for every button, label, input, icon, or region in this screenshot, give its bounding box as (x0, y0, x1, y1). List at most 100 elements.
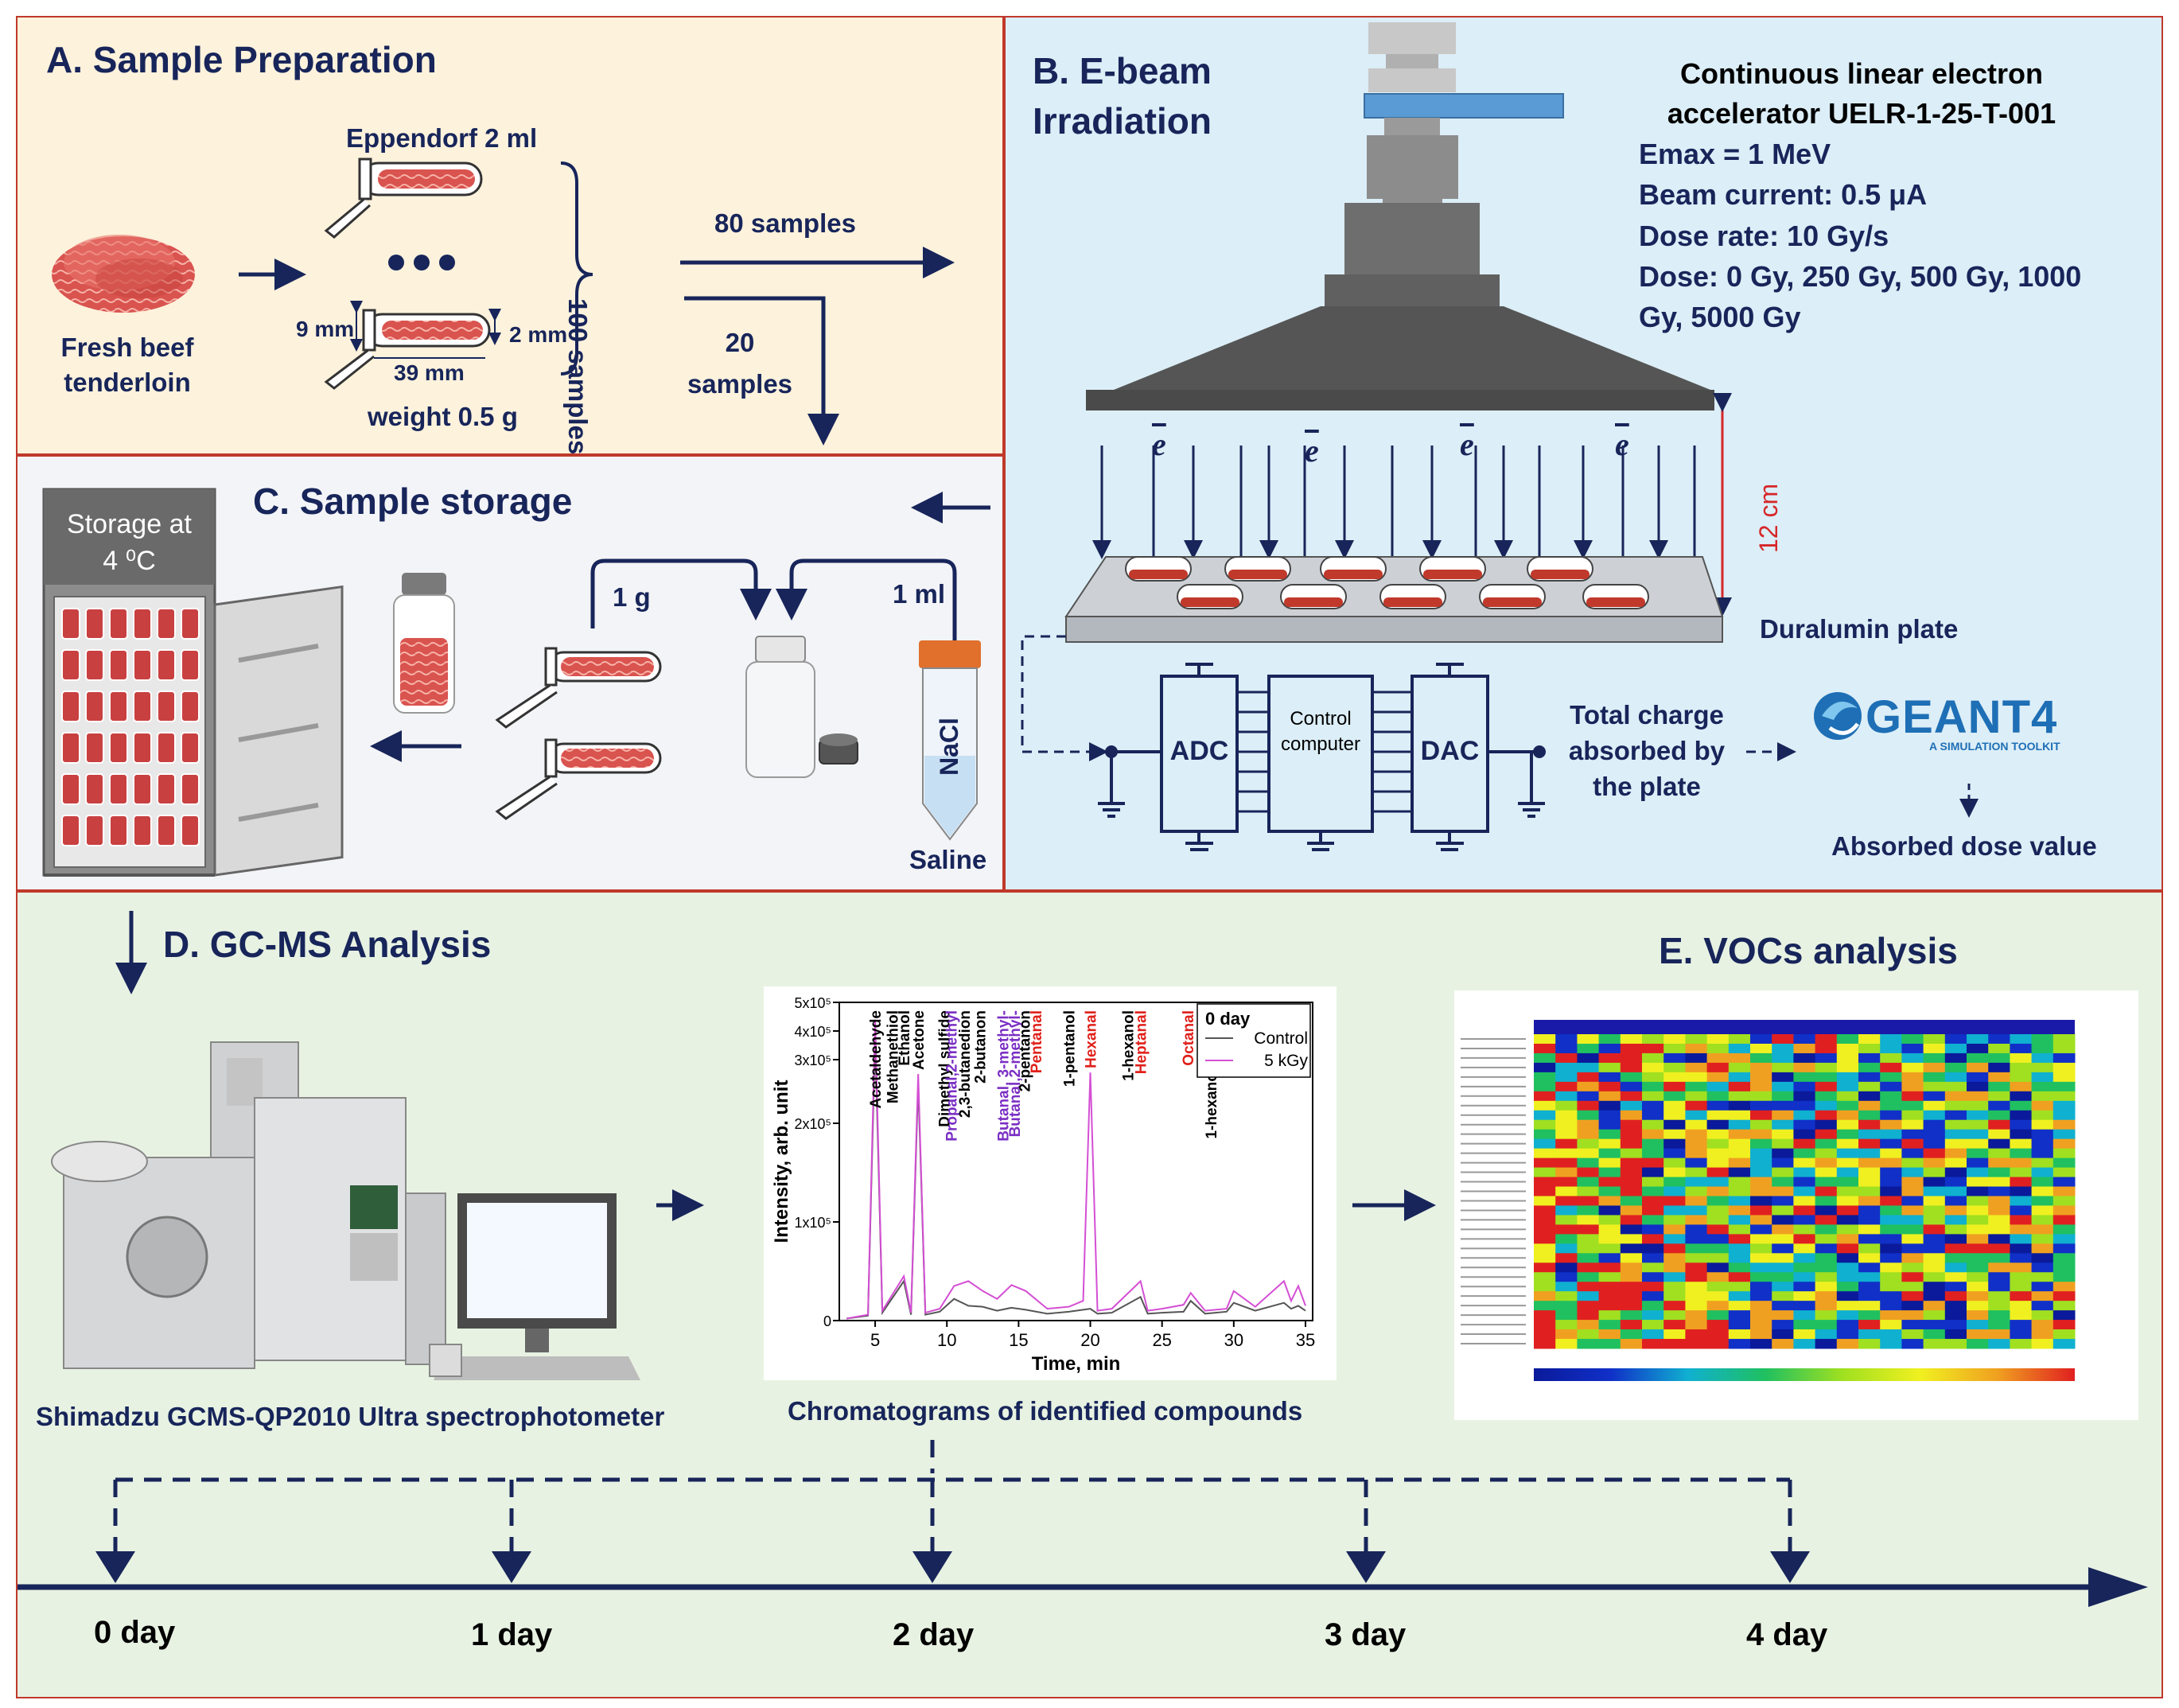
heatmap-cell (1967, 1062, 1989, 1073)
heatmap-cell (1620, 1263, 1643, 1273)
heatmap-cell (1772, 1100, 1794, 1111)
heatmap-cell (1706, 1301, 1730, 1311)
heatmap-cell (1620, 1282, 1643, 1292)
heatmap-cell (1772, 1339, 1794, 1349)
heatmap-cell (1706, 1196, 1730, 1206)
heatmap-cell (1901, 1167, 1924, 1178)
heatmap-cell (1577, 1282, 1600, 1292)
heatmap-cell (1793, 1110, 1816, 1121)
heatmap-cell (1793, 1186, 1816, 1196)
heatmap-cell (1685, 1310, 1708, 1321)
heatmap-cell (1967, 1234, 1989, 1244)
electronics-circuit (1098, 663, 1546, 851)
panel-d-title: D. GC-MS Analysis (163, 924, 492, 965)
heatmap-cell (1923, 1110, 1946, 1121)
heatmap-cell (2010, 1272, 2033, 1282)
fridge-sample (133, 815, 152, 846)
day-label-3: 3 day (1325, 1617, 1407, 1652)
heatmap-cell (1793, 1282, 1816, 1292)
heatmap-cell (1836, 1186, 1859, 1196)
heatmap-cell (1663, 1177, 1686, 1188)
heatmap-cell (1901, 1234, 1924, 1244)
heatmap-cell (2031, 1034, 2054, 1045)
heatmap-cell (1815, 1110, 1838, 1121)
fridge-sample (181, 608, 200, 640)
heatmap-cell (2031, 1186, 2054, 1196)
heatmap-cell (1815, 1224, 1838, 1235)
heatmap-cell (1534, 1205, 1556, 1216)
heatmap-cell (2010, 1034, 2033, 1045)
heatmap-cell (1836, 1234, 1859, 1244)
heatmap-cell (1555, 1062, 1578, 1073)
heatmap-cell (1598, 1157, 1621, 1169)
timeline-dashed-connectors (113, 1440, 1792, 1551)
heatmap-cell (1988, 1215, 2010, 1225)
heatmap-cell (1858, 1100, 1881, 1111)
heatmap-cell (1967, 1110, 1989, 1121)
heatmap-cell (1663, 1034, 1686, 1045)
heatmap-cell (1836, 1167, 1859, 1178)
heatmap-cell (1815, 1186, 1838, 1196)
spec-beam-current: Beam current: 0.5 μA (1639, 178, 1928, 211)
heatmap-cell (2010, 1186, 2033, 1196)
heatmap-cell (1988, 1138, 2010, 1150)
heatmap-cell (2031, 1138, 2054, 1150)
heatmap-cell (1685, 1196, 1708, 1206)
heatmap-cell (1620, 1052, 1643, 1064)
heatmap-cell (1967, 1034, 1989, 1045)
heatmap-cell (1706, 1072, 1730, 1083)
x-tick-label: 25 (1152, 1330, 1171, 1350)
heatmap-cell (1577, 1043, 1600, 1054)
heatmap-cell (1685, 1186, 1708, 1196)
heatmap-cell (1577, 1301, 1600, 1311)
heatmap-cell (2031, 1052, 2054, 1064)
heatmap-cell (1642, 1205, 1664, 1216)
heatmap-cell (1836, 1034, 1859, 1045)
heatmap-cell (1836, 1301, 1859, 1311)
heatmap-cell (1880, 1062, 1902, 1073)
heatmap-cell (1555, 1052, 1578, 1064)
heatmap-cell (1901, 1052, 1924, 1064)
fridge-sample (157, 691, 176, 722)
heatmap-graphic (1461, 1020, 2076, 1381)
sample-jar-image (393, 573, 455, 714)
heatmap-cell (1706, 1052, 1730, 1064)
heatmap-cell (1967, 1215, 1989, 1225)
heatmap-cell (1598, 1148, 1621, 1159)
heatmap-cell (1793, 1167, 1816, 1178)
heatmap-cell (1685, 1081, 1708, 1092)
heatmap-cell (1901, 1119, 1924, 1130)
heatmap-cell (1880, 1072, 1902, 1083)
heatmap-cell (1944, 1072, 1967, 1083)
heatmap-cell (1706, 1034, 1730, 1045)
heatmap-cell (1534, 1196, 1556, 1206)
heatmap-cell (1577, 1052, 1600, 1064)
peak-label: Acetaldehyde (868, 1010, 885, 1109)
heatmap-cell (1836, 1253, 1859, 1263)
heatmap-cell (1642, 1110, 1664, 1121)
heatmap-cell (1620, 1339, 1643, 1349)
series-line-5-kgy (846, 1019, 1306, 1320)
fridge-sample (181, 815, 200, 846)
x-tick-label: 15 (1009, 1330, 1028, 1350)
heatmap-cell (1663, 1138, 1686, 1150)
heatmap-cell (1836, 1072, 1859, 1083)
heatmap-cell (1685, 1234, 1708, 1244)
heatmap-cell (1555, 1110, 1578, 1121)
heatmap-cell (1858, 1034, 1881, 1045)
legend-entry: Control (1254, 1029, 1308, 1048)
heatmap-cell (1750, 1138, 1772, 1150)
heatmap-cell (1880, 1034, 1902, 1045)
heatmap-cell (2010, 1138, 2033, 1150)
heatmap-cell (1728, 1148, 1751, 1159)
heatmap-cell (1555, 1301, 1578, 1311)
heatmap-cell (1577, 1310, 1600, 1321)
heatmap-cell (2031, 1110, 2054, 1121)
heatmap-cell (1988, 1062, 2010, 1073)
heatmap-cell (1663, 1291, 1686, 1301)
heatmap-cell (1706, 1243, 1730, 1254)
heatmap-cell (1728, 1243, 1751, 1254)
heatmap-cell (2031, 1263, 2054, 1273)
heatmap-cell (2031, 1291, 2054, 1301)
heatmap-cell (1706, 1263, 1730, 1273)
